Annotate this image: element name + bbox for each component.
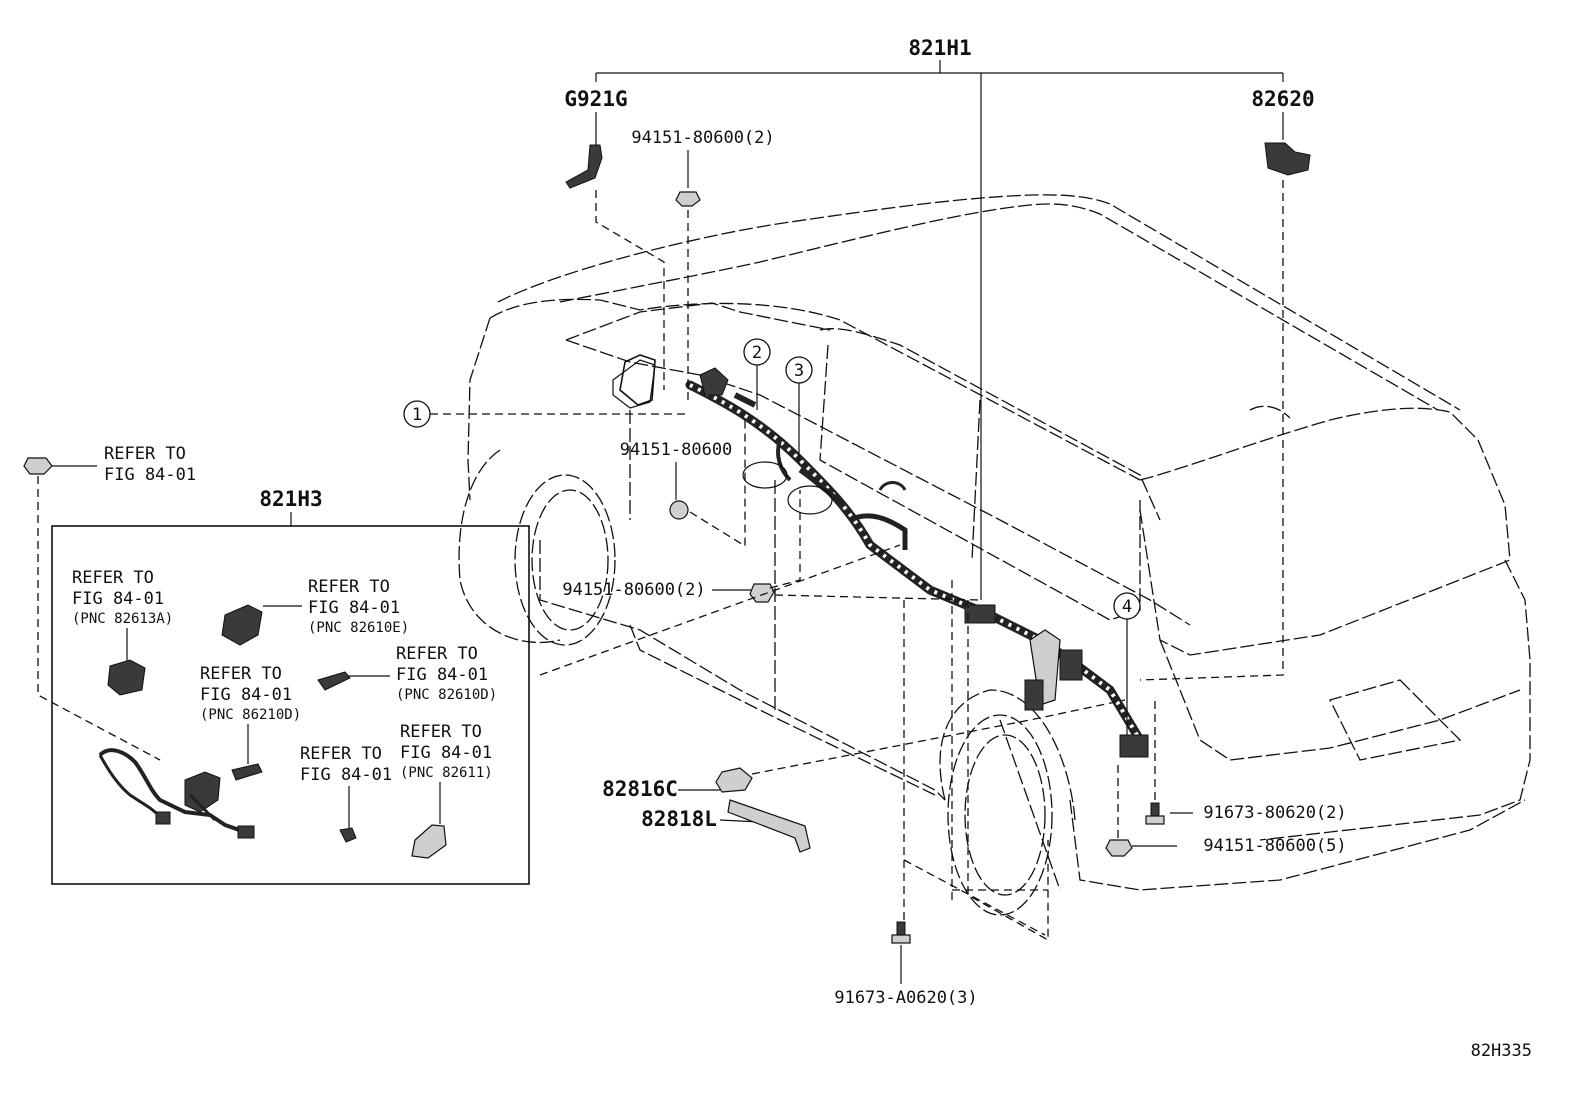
part-82620: 82620 <box>1139 87 1315 681</box>
assembly-label-main: 821H1 <box>908 36 971 60</box>
part-label-82818l: 82818L <box>641 807 717 831</box>
part-label-nut-lower: 94151-80600(2) <box>562 580 705 600</box>
part-g921g: G921G <box>564 87 665 390</box>
part-label-nut-top: 94151-80600(2) <box>631 128 774 148</box>
part-82818l: 82818L <box>641 799 811 853</box>
part-label-nut-right: 94151-80600(5) <box>1203 836 1346 856</box>
part-label-g921g: G921G <box>564 87 627 111</box>
callout-1: 1 <box>403 400 690 428</box>
ref-b-pnc: (PNC 82610E) <box>308 620 409 636</box>
part-82816c: 82816C <box>602 699 1126 801</box>
sub-harness <box>98 748 255 839</box>
part-label-bolt-right: 91673-80620(2) <box>1203 803 1346 823</box>
ref-f-line1: REFER TO <box>400 722 482 742</box>
ref-a-pnc: (PNC 82613A) <box>72 611 173 627</box>
diagram-code: 82H335 <box>1471 1041 1532 1061</box>
assembly-bracket-821h1: 821H1 <box>595 36 1284 600</box>
sub-assembly-821h3: 821H3 REFER TO FIG 84-01 (PNC 82613A) RE… <box>51 487 530 885</box>
part-label-82816c: 82816C <box>602 777 678 801</box>
part-nut-lower: 94151-80600(2) <box>539 490 981 676</box>
ref-e-line1: REFER TO <box>300 744 382 764</box>
ref-c-line2: FIG 84-01 <box>396 665 488 685</box>
ref-d-pnc: (PNC 86210D) <box>200 707 301 723</box>
ref-e-line2: FIG 84-01 <box>300 765 392 785</box>
callout-4: 4 <box>1113 592 1141 735</box>
svg-text:1: 1 <box>412 405 422 425</box>
svg-text:4: 4 <box>1122 597 1132 617</box>
svg-text:2: 2 <box>752 343 762 363</box>
ref-b-line1: REFER TO <box>308 577 390 597</box>
ref-f-line2: FIG 84-01 <box>400 743 492 763</box>
part-bolt-right: 91673-80620(2) <box>1145 700 1347 825</box>
callout-markers: 1 2 3 4 <box>403 338 1141 735</box>
callout-3: 3 <box>785 356 813 460</box>
part-label-82620: 82620 <box>1251 87 1314 111</box>
ref-f-pnc: (PNC 82611) <box>400 765 493 781</box>
ref-d-line1: REFER TO <box>200 664 282 684</box>
ref-c-pnc: (PNC 82610D) <box>396 687 497 703</box>
ref-d-line2: FIG 84-01 <box>200 685 292 705</box>
part-label-nut-mid: 94151-80600 <box>620 440 733 460</box>
ref-top-left-clip: REFER TO FIG 84-01 <box>23 444 196 761</box>
ref-top-left-line1: REFER TO <box>104 444 186 464</box>
callout-2: 2 <box>743 338 771 410</box>
part-bolt-bottom: 91673-A0620(3) <box>834 580 1049 1008</box>
assembly-label-sub: 821H3 <box>259 487 322 511</box>
ref-b-line2: FIG 84-01 <box>308 598 400 618</box>
part-label-bolt-bottom: 91673-A0620(3) <box>834 988 977 1008</box>
ref-a-line2: FIG 84-01 <box>72 589 164 609</box>
ref-a-line1: REFER TO <box>72 568 154 588</box>
part-nut-right: 94151-80600(5) <box>1105 760 1347 857</box>
ref-top-left-line2: FIG 84-01 <box>104 465 196 485</box>
svg-text:3: 3 <box>794 361 804 381</box>
part-nut-top: 94151-80600(2) <box>631 128 775 405</box>
ref-c-line1: REFER TO <box>396 644 478 664</box>
vehicle-outline <box>458 194 1531 916</box>
floor-wire-harness <box>685 367 1149 758</box>
part-nut-mid: 94151-80600 <box>620 420 746 548</box>
